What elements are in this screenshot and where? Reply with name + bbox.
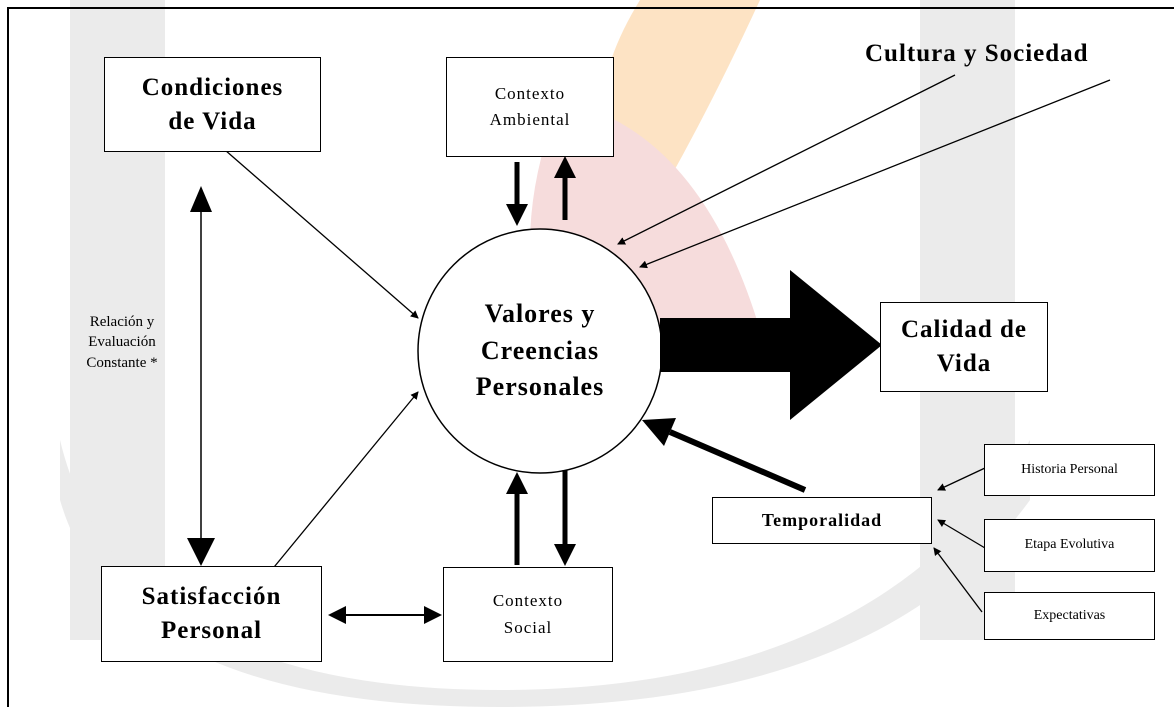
arrow-satisfaccion-social [328,606,442,624]
arrow-cultura-to-valores-1 [617,74,956,245]
node-calidad-vida: Calidad de Vida [880,302,1048,392]
node-satisfaccion-personal: Satisfacción Personal [101,566,322,662]
arrow-relacion-bidirectional [187,186,215,566]
arrow-expectativas-to-temporalidad [933,547,983,613]
frame-border [7,7,1174,707]
node-historia-personal: Historia Personal [984,444,1155,496]
node-condiciones-vida: Condiciones de Vida [104,57,321,152]
arrow-etapa-to-temporalidad [937,519,986,549]
arrow-satisfaccion-to-valores [269,391,419,573]
arrows-ambiental-circle [506,156,576,226]
node-expectativas: Expectativas [984,592,1155,640]
arrows-social-circle [506,470,576,566]
node-cultura-sociedad: Cultura y Sociedad [865,40,1089,67]
node-valores-creencias: Valores y Creencias Personales [475,299,605,402]
arrow-temporalidad-to-valores [642,418,807,493]
node-contexto-ambiental: Contexto Ambiental [446,57,614,157]
node-temporalidad: Temporalidad [712,497,932,544]
node-etapa-evolutiva: Etapa Evolutiva [984,519,1155,572]
arrow-valores-to-calidad [660,270,882,420]
arrow-condiciones-to-valores [224,149,419,319]
node-contexto-social: Contexto Social [443,567,613,662]
arrow-historia-to-temporalidad [937,467,986,491]
arrow-cultura-to-valores-2 [639,79,1111,269]
label-relacion-evaluacion: Relación y Evaluación Constante * [86,314,158,371]
